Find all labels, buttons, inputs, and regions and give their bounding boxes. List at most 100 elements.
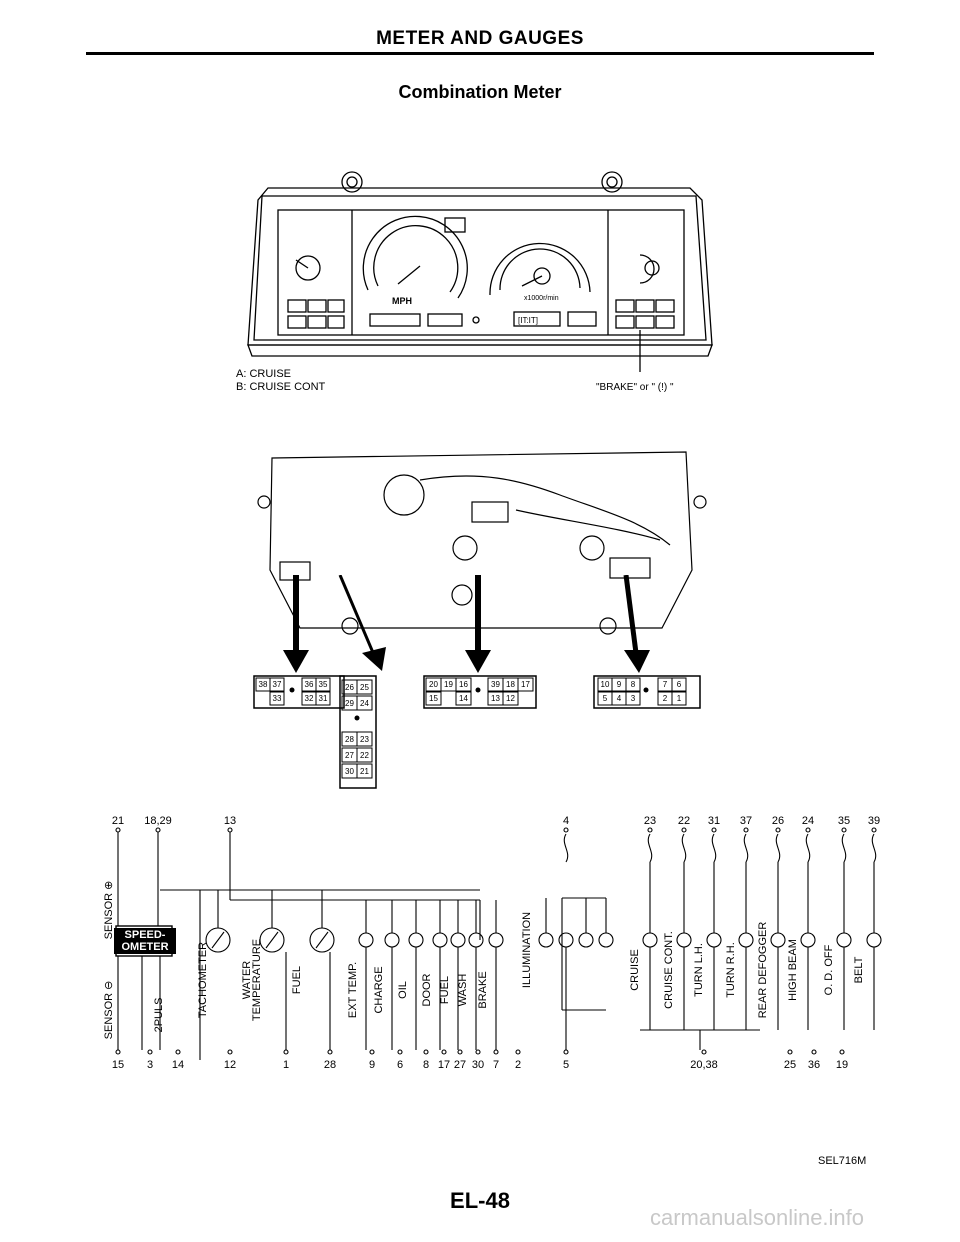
terminal-number: 21 (112, 815, 124, 827)
terminal-number: 31 (708, 815, 720, 827)
connector-body (339, 675, 377, 789)
terminal-number: 2 (515, 1059, 521, 1071)
warning-label: OIL (397, 981, 409, 999)
fusible-link-symbol (805, 833, 811, 863)
pin-label: 2 (663, 694, 668, 703)
terminal (839, 1049, 845, 1055)
indicator-label: HIGH BEAM (787, 939, 799, 1001)
legend-b: B: CRUISE CONT (236, 381, 326, 393)
terminal (155, 827, 161, 833)
pin-cell (269, 677, 285, 692)
warning-label: FUEL (439, 976, 451, 1004)
terminal (227, 827, 233, 833)
pin-label: 21 (360, 767, 369, 776)
pin-label: 33 (273, 694, 282, 703)
warning-label: CHARGE (373, 966, 385, 1013)
pin-cell (356, 763, 373, 779)
pin-label: 31 (319, 694, 328, 703)
title-rule (86, 52, 874, 55)
pin-cell (315, 677, 331, 692)
terminal-number: 15 (112, 1059, 124, 1071)
terminal (115, 1049, 121, 1055)
terminal (441, 1049, 447, 1055)
figure-id: SEL716M (818, 1155, 867, 1167)
terminal-number: 4 (563, 815, 569, 827)
illumination-label: ILLUMINATION (521, 912, 533, 988)
terminal (787, 1049, 793, 1055)
pin-label: 23 (360, 735, 369, 744)
pin-cell (671, 691, 687, 706)
pin-cell (356, 679, 373, 695)
terminal (475, 1049, 481, 1055)
terminal (515, 1049, 521, 1055)
fusible-link-symbol (871, 833, 877, 863)
gauge-label: FUEL (291, 966, 303, 994)
terminal (563, 827, 569, 833)
terminal (457, 1049, 463, 1055)
fusible-link-symbol (775, 833, 781, 863)
pin-cell (625, 677, 641, 692)
terminal-number: 27 (454, 1059, 466, 1071)
legend-a: A: CRUISE (236, 368, 292, 380)
pin-label: 19 (444, 680, 453, 689)
connector-body (593, 675, 701, 709)
sensor-plus-label: SENSOR ⊕ (103, 881, 115, 940)
terminal (775, 827, 781, 833)
speedometer-label-line2: OMETER (121, 941, 169, 953)
terminal-number: 39 (868, 815, 880, 827)
pin-label: 9 (617, 680, 622, 689)
pin-label: 28 (345, 735, 354, 744)
meter-back-view (257, 451, 707, 635)
warning-label: BRAKE (477, 971, 489, 1008)
pin-cell (517, 677, 534, 692)
terminal (147, 1049, 153, 1055)
pin-cell (455, 691, 472, 706)
pin-label: 15 (429, 694, 438, 703)
terminal-number: 36 (808, 1059, 820, 1071)
pin-label: 17 (521, 680, 530, 689)
terminal-number: 24 (802, 815, 814, 827)
pulse-label: 2PULS (153, 998, 165, 1033)
pin-label: 35 (319, 680, 328, 689)
pin-label: 39 (491, 680, 500, 689)
terminal-number: 17 (438, 1059, 450, 1071)
terminal-number: 1 (283, 1059, 289, 1071)
terminal (283, 1049, 289, 1055)
terminal (115, 827, 121, 833)
fusible-link-symbol (563, 833, 569, 863)
pin-label: 37 (273, 680, 282, 689)
terminal (563, 1049, 569, 1055)
pin-label: 14 (459, 694, 468, 703)
pin-label: 4 (617, 694, 622, 703)
terminal-number: 13 (224, 815, 236, 827)
terminal (805, 827, 811, 833)
terminal-number: 19 (836, 1059, 848, 1071)
terminal-number: 12 (224, 1059, 236, 1071)
key-dot (475, 687, 481, 693)
terminal-number: 35 (838, 815, 850, 827)
terminal (369, 1049, 375, 1055)
warning-label: DOOR (421, 973, 433, 1006)
gauge-label: TEMPERATURE (251, 939, 263, 1021)
terminal-number: 23 (644, 815, 656, 827)
pin-label: 29 (345, 699, 354, 708)
terminal-number: 30 (472, 1059, 484, 1071)
indicator-label: TURN L.H. (693, 943, 705, 997)
brake-lamp-label: "BRAKE" or " (!) " (596, 382, 674, 393)
warning-label: EXT TEMP. (347, 962, 359, 1018)
connector-arrows (283, 575, 650, 673)
terminal (681, 827, 687, 833)
pin-label: 22 (360, 751, 369, 760)
pin-label: 10 (601, 680, 610, 689)
key-dot (289, 687, 295, 693)
pin-cell (315, 691, 331, 706)
pin-cell (625, 691, 641, 706)
pin-cell (455, 677, 472, 692)
